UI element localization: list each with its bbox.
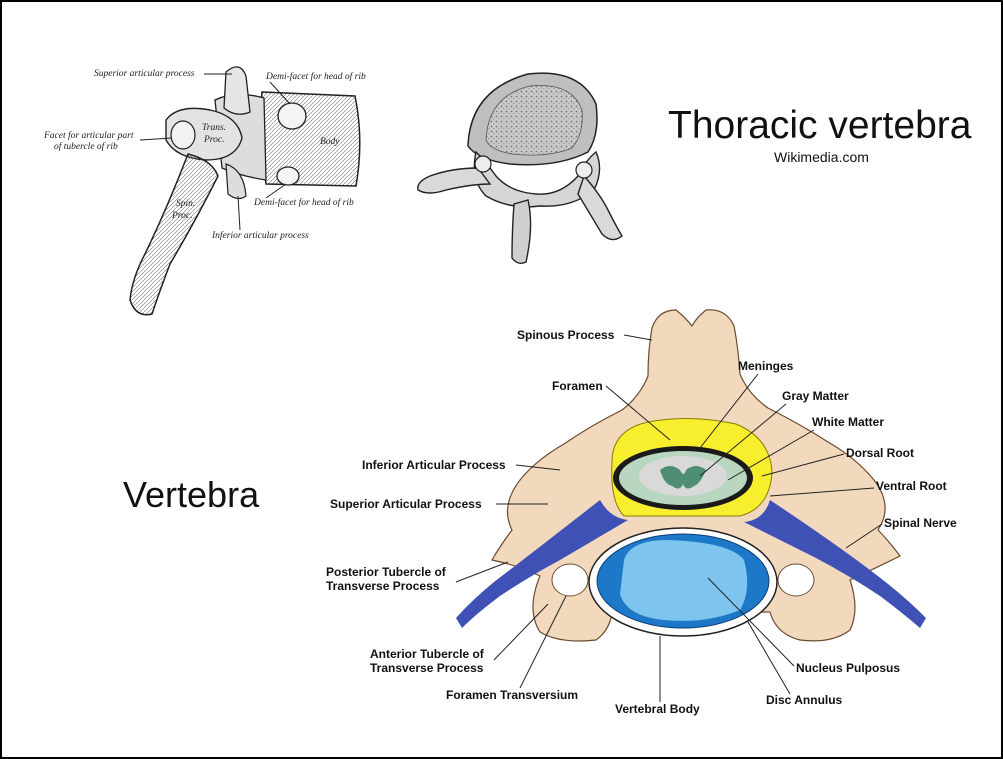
label-white-matter: White Matter xyxy=(812,415,884,429)
label-inferior-articular-process: Inferior articular process xyxy=(211,230,309,241)
label-spin-line1: Spin. xyxy=(176,199,195,209)
vertebra-cross-section xyxy=(456,310,926,641)
label-gray-matter: Gray Matter xyxy=(782,389,849,403)
label-spinous-process: Spinous Process xyxy=(517,328,615,342)
label-ventral-root: Ventral Root xyxy=(876,479,947,493)
leader-line xyxy=(266,184,286,198)
label-superior-articular-process: Superior articular process xyxy=(94,69,195,79)
label-spinal-nerve: Spinal Nerve xyxy=(884,516,957,530)
leader-line xyxy=(238,196,240,230)
label-meninges: Meninges xyxy=(738,359,794,373)
label-superior-articular-process: Superior Articular Process xyxy=(330,497,482,511)
label-spin-line2: Proc. xyxy=(171,211,193,221)
superior-view-vertebra-drawing xyxy=(418,73,622,263)
label-facet-line1: Facet for articular part xyxy=(43,130,134,141)
label-vertebral-body: Vertebral Body xyxy=(615,702,700,716)
label-demi-facet-top: Demi-facet for head of rib xyxy=(265,71,366,82)
lateral-vertebra-drawing: Superior articular process Demi-facet fo… xyxy=(43,67,366,315)
label-posterior-tubercle-line2: Transverse Process xyxy=(326,579,440,593)
label-dorsal-root: Dorsal Root xyxy=(846,446,914,460)
label-body: Body xyxy=(320,137,340,147)
label-inferior-articular-process: Inferior Articular Process xyxy=(362,458,506,472)
label-posterior-tubercle-line1: Posterior Tubercle of xyxy=(326,565,447,579)
label-anterior-tubercle-line1: Anterior Tubercle of xyxy=(370,647,485,661)
label-facet-line2: of tubercle of rib xyxy=(54,141,118,152)
label-foramen-transversium: Foramen Transversium xyxy=(446,688,578,702)
label-demi-facet-bottom: Demi-facet for head of rib xyxy=(253,197,354,208)
leader-line xyxy=(624,335,652,340)
label-foramen: Foramen xyxy=(552,379,603,393)
label-trans-line2: Proc. xyxy=(203,135,225,145)
label-nucleus-pulposus: Nucleus Pulposus xyxy=(796,661,900,675)
label-anterior-tubercle-line2: Transverse Process xyxy=(370,661,484,675)
label-disc-annulus: Disc Annulus xyxy=(766,693,843,707)
label-trans-line1: Trans. xyxy=(202,123,226,133)
